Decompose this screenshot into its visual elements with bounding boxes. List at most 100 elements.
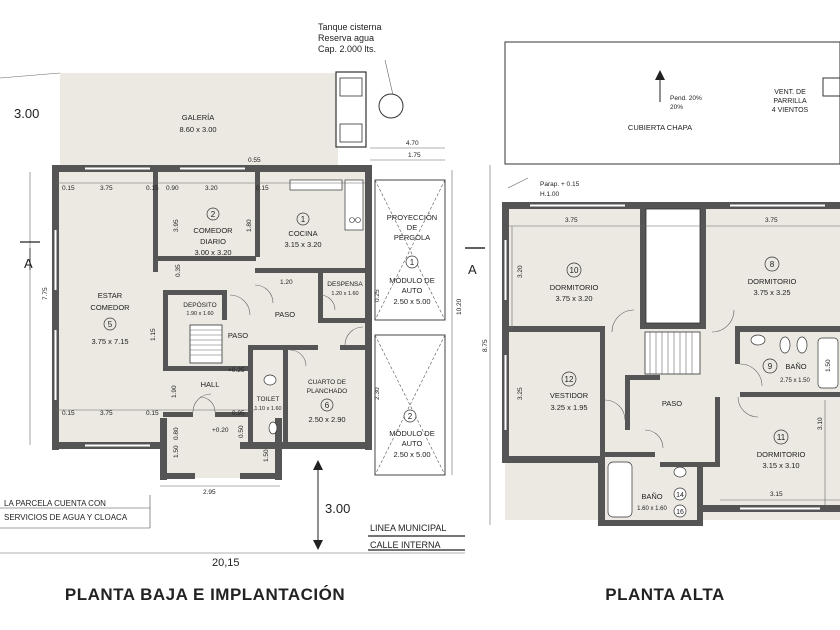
dim-115: 1.15: [150, 328, 157, 341]
dim-090: 0.90: [166, 185, 179, 192]
dim-alta-375-a: 3.75: [565, 217, 578, 224]
planta-alta: CUBIERTA CHAPA Pend. 20% 20% VENT. DE PA…: [465, 41, 840, 604]
planta-baja-floor: [55, 168, 370, 448]
dim-470: 4.70: [406, 140, 419, 147]
stairs-planta-baja: [189, 324, 223, 364]
estar-label-2: COMEDOR: [90, 303, 130, 312]
tanque-l2: Reserva agua: [318, 33, 374, 43]
vestidor-size: 3.25 x 1.95: [550, 403, 587, 412]
dim-025: 0.25: [374, 289, 381, 302]
dim-095: 0.95: [232, 410, 245, 417]
dim-190: 1.90: [171, 385, 178, 398]
comedor-label-2: DIARIO: [200, 237, 226, 246]
tanque-l3: Cap. 2.000 lts.: [318, 44, 376, 54]
parapeto-l1: Parap. + 0.15: [540, 181, 580, 188]
dim-775: 7.75: [42, 287, 49, 300]
pend-label-2: 20%: [670, 104, 683, 111]
vent-l1: VENT. DE: [774, 89, 806, 96]
dim-230: 2.30: [374, 387, 381, 400]
despensa-label: DESPENSA: [327, 281, 363, 288]
cocina-label: COCINA: [288, 229, 317, 238]
modulo2-l2: AUTO: [402, 439, 423, 448]
dim-150-a: 1.50: [173, 445, 180, 458]
dim-alta-310: 3.10: [817, 417, 824, 430]
toilet-size: 1.10 x 1.60: [254, 406, 281, 412]
dim-alta-315: 3.15: [770, 491, 783, 498]
dim-1020: 10.20: [456, 298, 463, 315]
bano14-label: BAÑO: [641, 492, 662, 501]
pergola-l3: PÉRGOLA: [394, 233, 430, 242]
dim-015-b: 0.15: [146, 185, 159, 192]
dorm11-label: DORMITORIO: [757, 450, 806, 459]
dim-375-a: 3.75: [100, 185, 113, 192]
planta-baja: GALERÍA 8.60 x 3.00 ESTAR COMEDOR 5 3.75…: [0, 22, 485, 604]
dim-015-c: 0.15: [256, 185, 269, 192]
vestidor-num: 12: [565, 375, 574, 384]
bano9-size: 2.75 x 1.50: [780, 378, 810, 384]
calle-interna: CALLE INTERNA: [370, 540, 441, 550]
modulo1-num: 1: [410, 258, 415, 267]
dim-2015: 20,15: [212, 557, 240, 569]
dim-300-bottom: 3.00: [325, 501, 350, 516]
dim-395: 3.95: [173, 219, 180, 232]
cocina-size: 3.15 x 3.20: [284, 240, 321, 249]
dorm10-size: 3.75 x 3.20: [555, 294, 592, 303]
dim-295: 2.95: [203, 489, 216, 496]
note-line-2: SERVICIOS DE AGUA Y CLOACA: [4, 513, 128, 522]
dim-alta-875: 8.75: [482, 339, 489, 352]
comedor-num: 2: [211, 210, 216, 219]
cubierta-label: CUBIERTA CHAPA: [628, 123, 692, 132]
paso-label-2: PASO: [228, 331, 248, 340]
dorm11-size: 3.15 x 3.10: [762, 461, 799, 470]
deposito-label: DEPÓSITO: [183, 300, 216, 309]
modulo2-num: 2: [408, 412, 413, 421]
stairs-planta-alta: [644, 331, 701, 375]
vent-l3: 4 VIENTOS: [772, 107, 809, 114]
galeria-label: GALERÍA: [182, 113, 215, 122]
bano9-num: 9: [768, 362, 773, 371]
note-line-1: LA PARCELA CUENTA CON: [4, 499, 106, 508]
section-a-left: A: [24, 256, 33, 271]
planta-baja-title: PLANTA BAJA E IMPLANTACIÓN: [65, 585, 345, 604]
toilet-label: TOILET: [257, 396, 280, 403]
dim-320: 3.20: [205, 185, 218, 192]
dorm8-num: 8: [770, 260, 775, 269]
estar-size: 3.75 x 7.15: [91, 337, 128, 346]
dorm11-num: 11: [777, 433, 786, 442]
bano16-num: 16: [676, 509, 684, 516]
dorm8-size: 3.75 x 3.25: [753, 288, 790, 297]
section-a-right: A: [468, 262, 477, 277]
dim-375-b: 3.75: [100, 410, 113, 417]
dim-alta-375-b: 3.75: [765, 217, 778, 224]
pend-label-1: Pend. 20%: [670, 95, 702, 102]
dim-120: 1.20: [280, 279, 293, 286]
tanque-l1: Tanque cisterna: [318, 22, 382, 32]
dim-150-b: 1.50: [263, 449, 270, 462]
modulo1-l2: AUTO: [402, 286, 423, 295]
dorm8-label: DORMITORIO: [748, 277, 797, 286]
dim-015-e: 0.15: [146, 410, 159, 417]
modulo2-size: 2.50 x 5.00: [393, 450, 430, 459]
hall-label: HALL: [201, 380, 220, 389]
comedor-label-1: COMEDOR: [193, 226, 233, 235]
cubierta-chapa: [504, 41, 840, 165]
planchado-num: 6: [325, 401, 330, 410]
vent-l2: PARRILLA: [773, 98, 807, 105]
cocina-num: 1: [301, 215, 306, 224]
dim-080: 0.80: [173, 427, 180, 440]
pergola-l2: DE: [407, 223, 417, 232]
vestidor-label: VESTIDOR: [550, 391, 589, 400]
estar-num: 5: [108, 320, 113, 329]
planta-alta-title: PLANTA ALTA: [605, 585, 724, 604]
dim-alta-150: 1.50: [825, 359, 832, 372]
modulo1-size: 2.50 x 5.00: [393, 297, 430, 306]
dim-015-a: 0.15: [62, 185, 75, 192]
planchado-size: 2.50 x 2.90: [308, 415, 345, 424]
galeria-floor: [60, 73, 338, 165]
level-020: +0.20: [212, 427, 229, 434]
dorm10-num: 10: [570, 266, 579, 275]
despensa-size: 1.20 x 1.60: [331, 291, 358, 297]
deposito-size: 1.90 x 1.60: [186, 311, 213, 317]
dim-055: 0.55: [248, 157, 261, 164]
